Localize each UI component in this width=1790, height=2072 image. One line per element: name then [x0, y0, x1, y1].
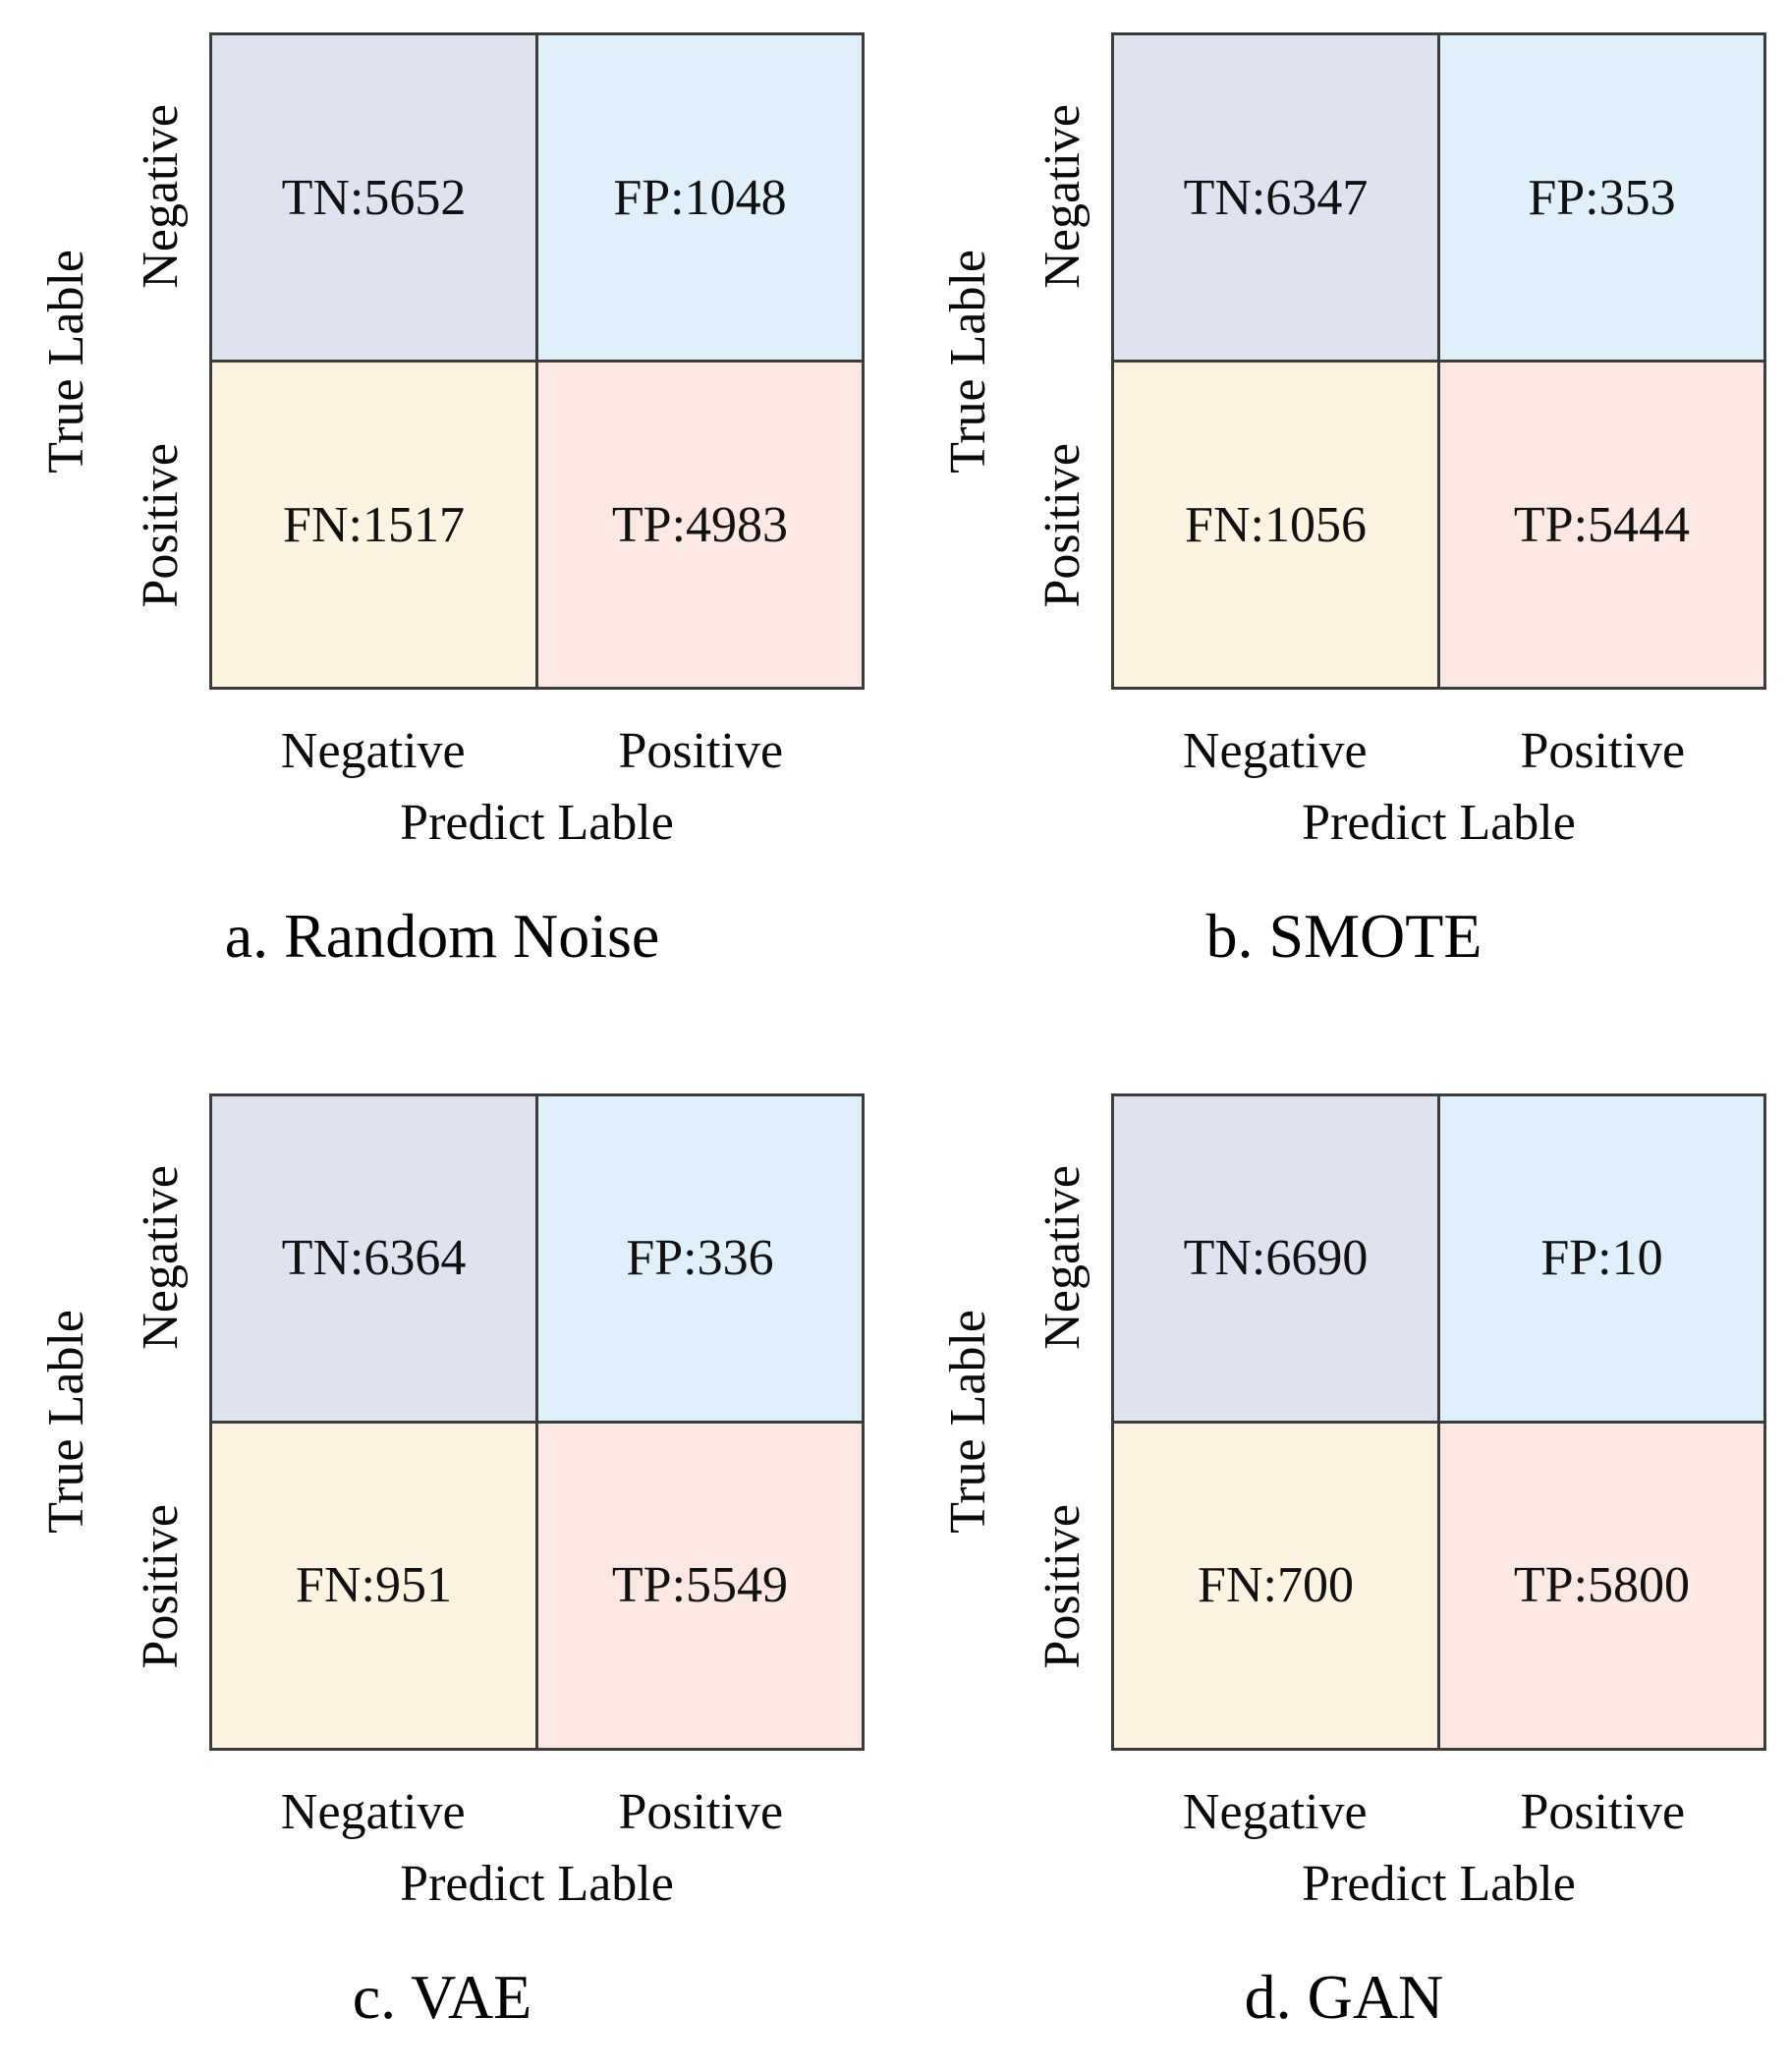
- spacer: [20, 723, 209, 779]
- y-axis-label: True Lable: [37, 249, 94, 474]
- panel-a-y-axis-label-col: True Lable: [20, 32, 113, 690]
- col-label-negative: Negative: [280, 723, 466, 779]
- row-label-positive-text: Positive: [133, 442, 189, 608]
- panel-a-plot: True Lable Negative Positive TN:5652 FP:…: [20, 32, 865, 690]
- cell-fp: FP:353: [1440, 35, 1763, 360]
- row-label-negative-text: Negative: [1035, 104, 1091, 290]
- row-label-negative: Negative: [1015, 32, 1111, 362]
- x-axis-label: Predict Lable: [1302, 795, 1576, 852]
- col-labels: Negative Positive: [209, 1784, 865, 1840]
- col-label-negative: Negative: [280, 1783, 466, 1840]
- cell-tp: TP:4983: [538, 363, 862, 687]
- panel-grid: True Lable Negative Positive TN:5652 FP:…: [20, 32, 1790, 2033]
- cell-fn: FN:1056: [1114, 363, 1437, 687]
- panel-a-matrix: TN:5652 FP:1048 FN:1517 TP:4983: [209, 32, 865, 690]
- panel-b-smote: True Lable Negative Positive TN:6347 FP:…: [922, 32, 1766, 972]
- col-labels: Negative Positive: [209, 723, 865, 779]
- row-label-positive: Positive: [113, 1422, 209, 1751]
- col-label-positive: Positive: [618, 1783, 784, 1840]
- cell-fn: FN:700: [1114, 1423, 1437, 1748]
- panel-c-plot: True Lable Negative Positive TN:6364 FP:…: [20, 1092, 865, 1751]
- row-label-positive-text: Positive: [1035, 1503, 1091, 1669]
- row-label-negative-text: Negative: [1035, 1165, 1091, 1350]
- col-label-positive: Positive: [618, 723, 784, 779]
- panel-b-col-labels: Negative Positive: [922, 723, 1766, 779]
- panel-c-y-axis-label-col: True Lable: [20, 1093, 113, 1751]
- row-label-negative-text: Negative: [133, 1165, 189, 1350]
- row-label-positive-text: Positive: [133, 1503, 189, 1669]
- panel-a-caption: a. Random Noise: [224, 901, 660, 972]
- panel-c-matrix: TN:6364 FP:336 FN:951 TP:5549: [209, 1092, 865, 1751]
- spacer: [20, 1784, 209, 1840]
- col-label-positive: Positive: [1520, 723, 1686, 779]
- y-axis-label: True Lable: [939, 1310, 996, 1535]
- col-label-positive: Positive: [1520, 1783, 1686, 1840]
- panel-b-y-axis-label-col: True Lable: [922, 32, 1015, 690]
- cell-tn: TN:5652: [212, 35, 535, 360]
- row-label-positive: Positive: [1015, 362, 1111, 691]
- x-axis-label: Predict Lable: [1302, 1855, 1576, 1912]
- x-axis-label: Predict Lable: [400, 795, 674, 852]
- col-label-negative: Negative: [1182, 1783, 1368, 1840]
- cell-tp: TP:5444: [1440, 363, 1763, 687]
- panel-c-caption: c. VAE: [352, 1962, 532, 2033]
- y-axis-label: True Lable: [939, 249, 996, 474]
- x-axis-label: Predict Lable: [400, 1855, 674, 1912]
- cell-fn: FN:951: [212, 1423, 535, 1748]
- panel-a-col-labels: Negative Positive: [20, 723, 865, 779]
- cell-tn: TN:6364: [212, 1095, 535, 1421]
- cell-fn: FN:1517: [212, 363, 535, 687]
- cell-tn: TN:6347: [1114, 35, 1437, 360]
- panel-b-row-labels: Negative Positive: [1015, 32, 1111, 690]
- panel-d-y-axis-label-col: True Lable: [922, 1093, 1015, 1751]
- panel-c-vae: True Lable Negative Positive TN:6364 FP:…: [20, 1092, 865, 2033]
- panel-b-caption: b. SMOTE: [1205, 901, 1482, 972]
- row-label-positive: Positive: [1015, 1422, 1111, 1751]
- panel-a-random-noise: True Lable Negative Positive TN:5652 FP:…: [20, 32, 865, 972]
- cell-fp: FP:336: [538, 1095, 862, 1421]
- panel-d-caption: d. GAN: [1244, 1962, 1444, 2033]
- row-label-positive-text: Positive: [1035, 442, 1091, 608]
- cell-fp: FP:10: [1440, 1095, 1763, 1421]
- panel-c-row-labels: Negative Positive: [113, 1093, 209, 1751]
- cell-fp: FP:1048: [538, 35, 862, 360]
- row-label-negative: Negative: [113, 1093, 209, 1423]
- spacer: [922, 723, 1111, 779]
- spacer: [922, 1784, 1111, 1840]
- panel-b-matrix: TN:6347 FP:353 FN:1056 TP:5444: [1111, 32, 1766, 690]
- panel-b-plot: True Lable Negative Positive TN:6347 FP:…: [922, 32, 1766, 690]
- col-labels: Negative Positive: [1111, 1784, 1766, 1840]
- panel-d-gan: True Lable Negative Positive TN:6690 FP:…: [922, 1092, 1766, 2033]
- cell-tn: TN:6690: [1114, 1095, 1437, 1421]
- panel-d-plot: True Lable Negative Positive TN:6690 FP:…: [922, 1092, 1766, 1751]
- col-labels: Negative Positive: [1111, 723, 1766, 779]
- row-label-positive: Positive: [113, 362, 209, 691]
- row-label-negative-text: Negative: [133, 104, 189, 290]
- row-label-negative: Negative: [1015, 1093, 1111, 1423]
- panel-d-row-labels: Negative Positive: [1015, 1093, 1111, 1751]
- panel-c-col-labels: Negative Positive: [20, 1784, 865, 1840]
- panel-d-matrix: TN:6690 FP:10 FN:700 TP:5800: [1111, 1092, 1766, 1751]
- row-label-negative: Negative: [113, 32, 209, 362]
- y-axis-label: True Lable: [37, 1310, 94, 1535]
- panel-a-row-labels: Negative Positive: [113, 32, 209, 690]
- cell-tp: TP:5800: [1440, 1423, 1763, 1748]
- col-label-negative: Negative: [1182, 723, 1368, 779]
- cell-tp: TP:5549: [538, 1423, 862, 1748]
- panel-d-col-labels: Negative Positive: [922, 1784, 1766, 1840]
